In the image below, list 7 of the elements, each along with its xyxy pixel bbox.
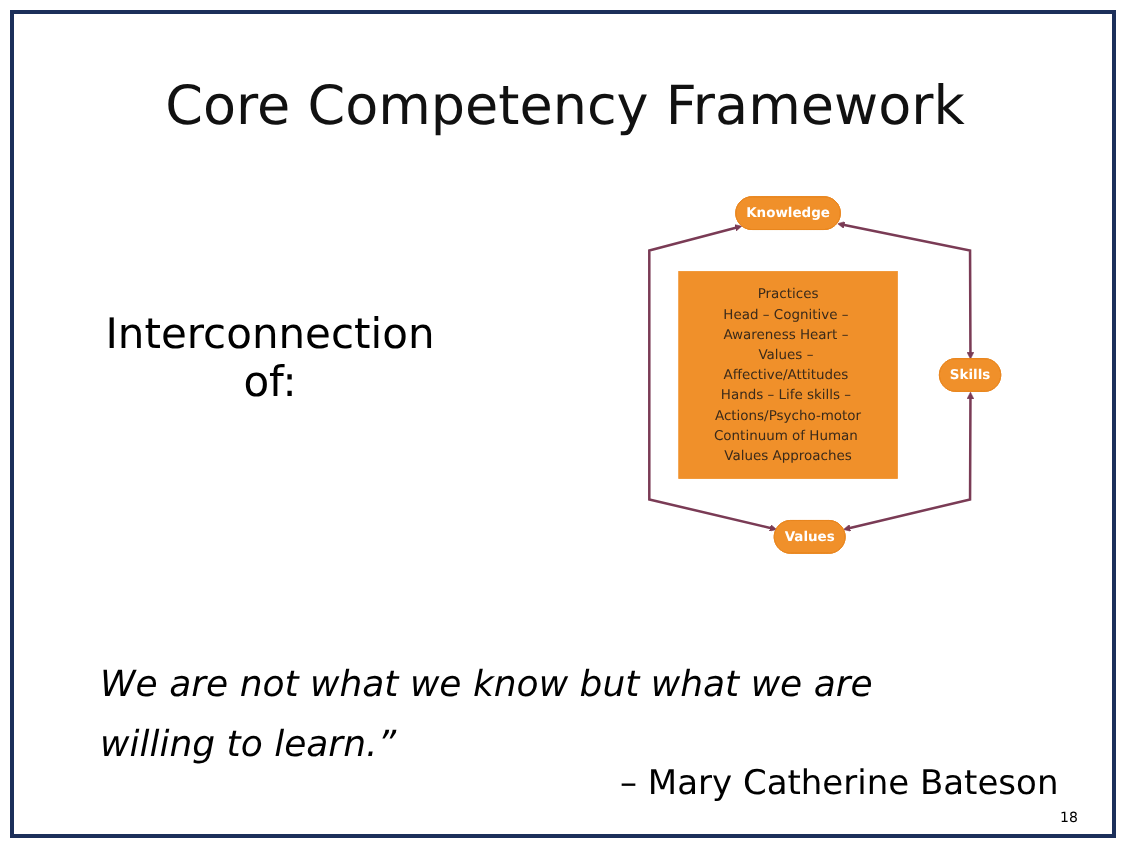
arrow xyxy=(843,391,975,532)
slide-title: Core Competency Framework xyxy=(163,76,967,138)
quote-text: We are not what we know but what we are willing to learn.” xyxy=(100,662,875,768)
arrow xyxy=(648,224,777,532)
arrow xyxy=(837,221,975,360)
quote-author: – Mary Catherine Bateson xyxy=(620,764,1059,804)
subheading: Interconnection of: xyxy=(103,310,437,406)
